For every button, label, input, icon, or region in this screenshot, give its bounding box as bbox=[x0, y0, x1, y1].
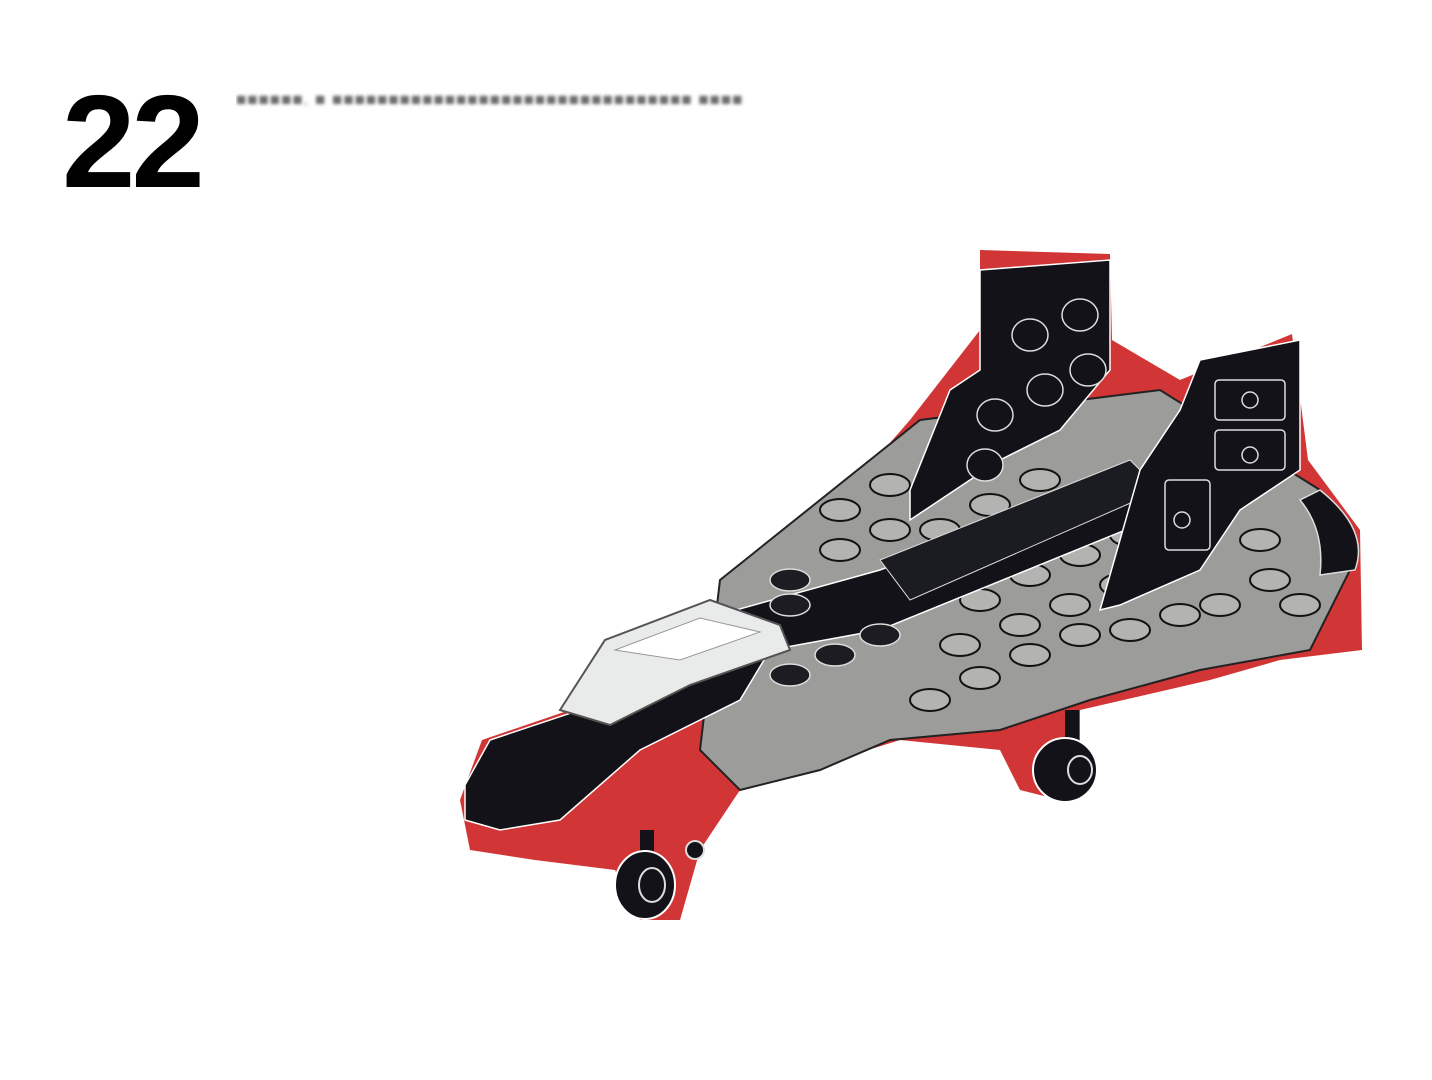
step-caption-text: ■■■■■■. ■ ■■■■■■■■■■■■■■■■■■■■■■■■■■■■■■… bbox=[236, 90, 744, 109]
step-caption: ■■■■■■. ■ ■■■■■■■■■■■■■■■■■■■■■■■■■■■■■■… bbox=[236, 90, 1066, 112]
lego-jet-model-icon bbox=[460, 250, 1362, 920]
engine-ring bbox=[1298, 489, 1360, 576]
tail-fin-left-studs bbox=[966, 298, 1107, 482]
front-landing-gear bbox=[614, 830, 705, 920]
tail-fin-right-details bbox=[1164, 379, 1286, 551]
fuselage-studs bbox=[769, 568, 901, 687]
tail-fin-left bbox=[909, 259, 1111, 522]
rear-landing-gear bbox=[1032, 710, 1098, 803]
canopy-highlight bbox=[613, 617, 762, 661]
step-number: 22 bbox=[62, 68, 205, 215]
